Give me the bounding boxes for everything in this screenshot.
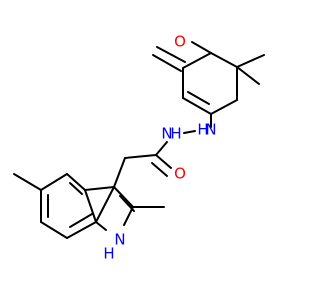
bond	[40, 173, 68, 191]
bond	[95, 186, 115, 223]
nitrogen-label: N	[205, 121, 216, 139]
bond	[155, 154, 172, 169]
bond	[69, 182, 83, 195]
bond	[210, 52, 238, 68]
hydrogen-label: H	[170, 125, 181, 143]
bond	[113, 186, 134, 208]
bond	[124, 154, 157, 159]
bond	[66, 173, 86, 191]
bond	[236, 66, 260, 85]
hydrogen-label: H	[197, 121, 208, 139]
bond	[13, 173, 42, 191]
oxygen-label: O	[174, 165, 186, 183]
bond	[123, 206, 134, 226]
bond	[152, 54, 182, 72]
structure-drawing: O H N N H O H N	[13, 33, 265, 263]
nitrogen-label: N	[114, 231, 125, 249]
bond	[40, 221, 68, 239]
bond	[236, 54, 265, 68]
bond	[84, 186, 115, 191]
bond	[187, 91, 210, 105]
bond	[113, 157, 126, 188]
hydrogen-label: H	[103, 245, 114, 263]
bond	[66, 221, 97, 239]
bond	[191, 41, 212, 54]
bond	[182, 97, 212, 115]
bond	[95, 221, 107, 231]
bond	[183, 130, 196, 134]
bond	[156, 46, 186, 63]
nitrogen-label: N	[161, 125, 172, 143]
bond	[84, 189, 97, 223]
oxygen-label: O	[174, 33, 186, 51]
molecule-diagram: O H N N H O H N	[13, 33, 265, 263]
bond	[155, 141, 168, 156]
bond	[151, 162, 168, 177]
bond	[182, 52, 212, 69]
bond	[210, 99, 238, 115]
bonds	[13, 41, 265, 239]
atom-labels: O H N N H O H N	[103, 33, 216, 263]
bond	[69, 213, 93, 228]
